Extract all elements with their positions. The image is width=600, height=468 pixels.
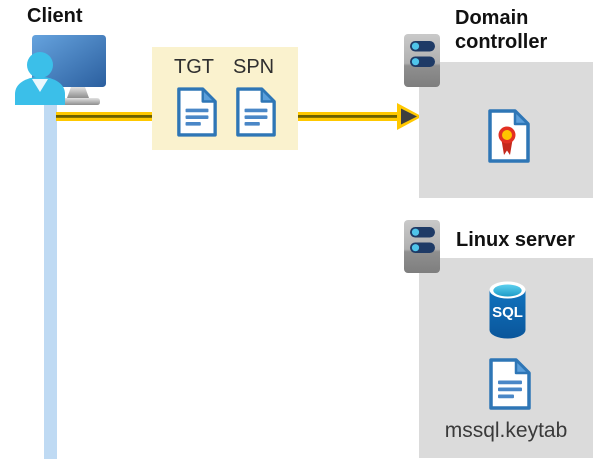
- client-label: Client: [27, 5, 83, 27]
- spn-label: SPN: [233, 56, 275, 78]
- monitor-stand: [67, 87, 89, 98]
- sql-label: SQL: [492, 304, 523, 321]
- monitor-base: [58, 98, 100, 105]
- arrowhead-icon: [401, 108, 417, 125]
- certificate-icon: [487, 108, 531, 164]
- domain-controller-label: Domain controller: [455, 7, 548, 53]
- keytab-filename: mssql.keytab: [444, 419, 568, 442]
- spn-document-icon: [235, 85, 277, 139]
- linux-server-label: Linux server: [456, 229, 575, 251]
- domain-controller-server-icon: [403, 33, 441, 88]
- client-connection-line: [44, 96, 57, 459]
- linux-server-icon: [403, 219, 441, 274]
- sql-database-icon: SQL: [489, 281, 526, 339]
- keytab-document-icon: [488, 357, 532, 411]
- monitor-icon: [32, 35, 106, 87]
- user-icon: [15, 52, 65, 105]
- tgt-document-icon: [176, 85, 218, 139]
- client-computer-icon: [15, 35, 106, 105]
- ticket-box: TGT SPN: [152, 47, 298, 150]
- tgt-label: TGT: [174, 56, 214, 78]
